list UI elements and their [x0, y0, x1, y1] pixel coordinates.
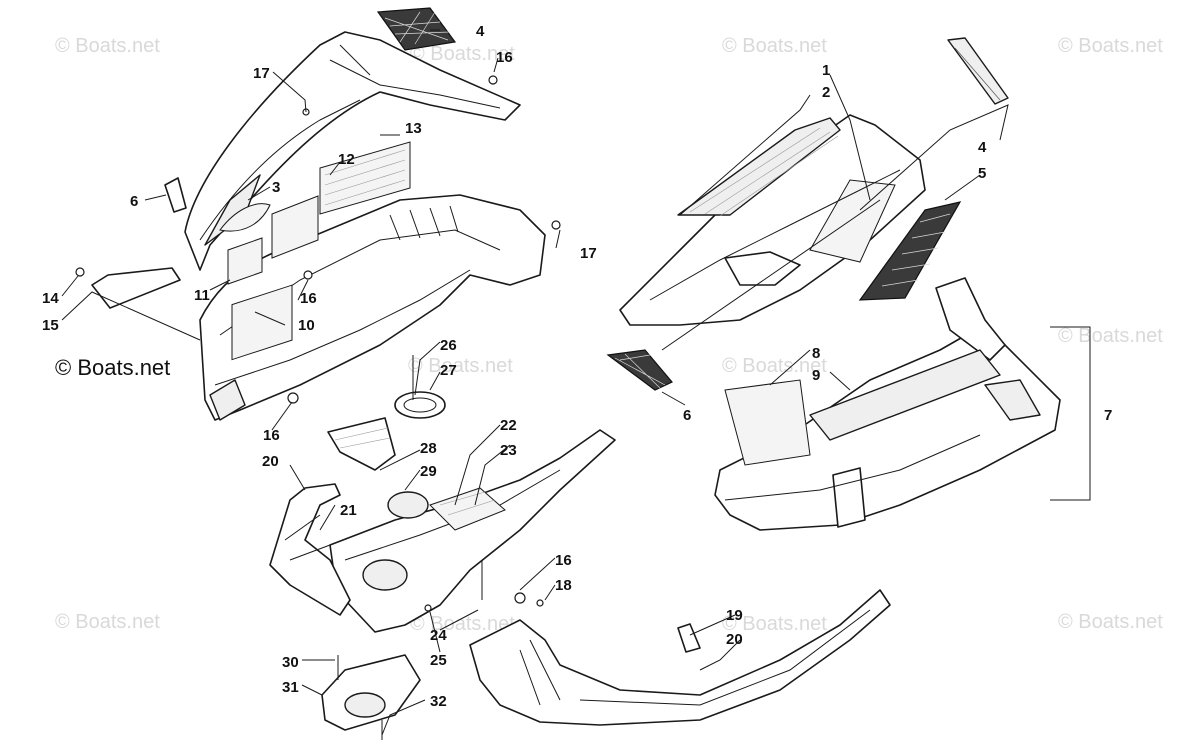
callout-16-top: 16 — [496, 49, 513, 66]
callout-10: 10 — [298, 317, 315, 334]
callout-20-right: 20 — [726, 631, 743, 648]
watermark-9: © Boats.net — [410, 613, 515, 635]
callout-26: 26 — [440, 337, 457, 354]
callout-31: 31 — [282, 679, 299, 696]
callout-29: 29 — [420, 463, 437, 480]
callout-9: 9 — [812, 367, 820, 384]
watermark-1: © Boats.net — [55, 35, 160, 57]
callout-8: 8 — [812, 345, 820, 362]
callout-30: 30 — [282, 654, 299, 671]
decals-left — [219, 141, 411, 285]
grommet-27 — [394, 391, 446, 419]
callout-21: 21 — [340, 502, 357, 519]
callout-18: 18 — [555, 577, 572, 594]
callout-24: 24 — [430, 627, 447, 644]
watermark-7: © Boats.net — [1058, 325, 1163, 347]
watermark-main: © Boats.net — [55, 355, 170, 380]
hood-right-assembly — [619, 114, 926, 326]
callout-12: 12 — [338, 151, 355, 168]
watermark-5: © Boats.net — [408, 355, 513, 377]
callout-16-center: 16 — [555, 552, 572, 569]
watermark-6: © Boats.net — [722, 355, 827, 377]
callout-1: 1 — [822, 62, 830, 79]
hood-upper-shell — [184, 31, 521, 271]
callout-6-right: 6 — [683, 407, 691, 424]
callout-19: 19 — [726, 607, 743, 624]
callout-22: 22 — [500, 417, 517, 434]
belly-pan-22 — [329, 429, 616, 633]
callout-4-right: 4 — [978, 139, 987, 156]
callout-13: 13 — [405, 120, 422, 137]
small-parts-left — [75, 75, 561, 404]
callout-4-left: 4 — [476, 23, 485, 40]
bracket-7 — [1050, 326, 1091, 501]
watermarks: © Boats.net © Boats.net © Boats.net © Bo… — [55, 35, 1163, 635]
callout-16-mid: 16 — [300, 290, 317, 307]
lower-plate-31 — [321, 654, 421, 731]
vent-grille-6-right — [606, 349, 673, 391]
callout-17-right: 17 — [580, 245, 597, 262]
callout-32: 32 — [430, 693, 447, 710]
watermark-4: © Boats.net — [1058, 35, 1163, 57]
heat-shield-28 — [327, 417, 396, 471]
callout-11: 11 — [194, 287, 210, 304]
vent-cover-4-right — [947, 37, 1009, 105]
watermark-11: © Boats.net — [1058, 611, 1163, 633]
side-panel-21 — [269, 483, 351, 616]
callout-16-lower: 16 — [263, 427, 280, 444]
hood-inner-panel — [199, 194, 546, 421]
callout-28: 28 — [420, 440, 437, 457]
callout-6-left: 6 — [130, 193, 138, 210]
callout-5: 5 — [978, 165, 986, 182]
watermark-2: © Boats.net — [410, 43, 515, 65]
callout-15: 15 — [42, 317, 59, 334]
watermark-8: © Boats.net — [55, 611, 160, 633]
nose-pan-7 — [714, 277, 1061, 531]
vent-grille-5-right — [858, 201, 962, 301]
callout-14: 14 — [42, 290, 59, 307]
callout-25: 25 — [430, 652, 447, 669]
callout-17-left: 17 — [253, 65, 270, 82]
vent-grille-4-left — [376, 7, 457, 51]
callout-27: 27 — [440, 362, 457, 379]
leader-lines — [61, 29, 1009, 736]
callout-labels: 4 16 17 13 12 3 6 11 16 10 14 15 16 17 1… — [42, 23, 1112, 710]
callout-3: 3 — [272, 179, 280, 196]
watermark-10: © Boats.net — [722, 613, 827, 635]
callout-23: 23 — [500, 442, 517, 459]
skid-20-right — [469, 589, 891, 726]
callout-2: 2 — [822, 84, 830, 101]
callout-20-left: 20 — [262, 453, 279, 470]
watermark-3: © Boats.net — [722, 35, 827, 57]
small-parts-center — [337, 355, 701, 740]
callout-7: 7 — [1104, 407, 1112, 424]
